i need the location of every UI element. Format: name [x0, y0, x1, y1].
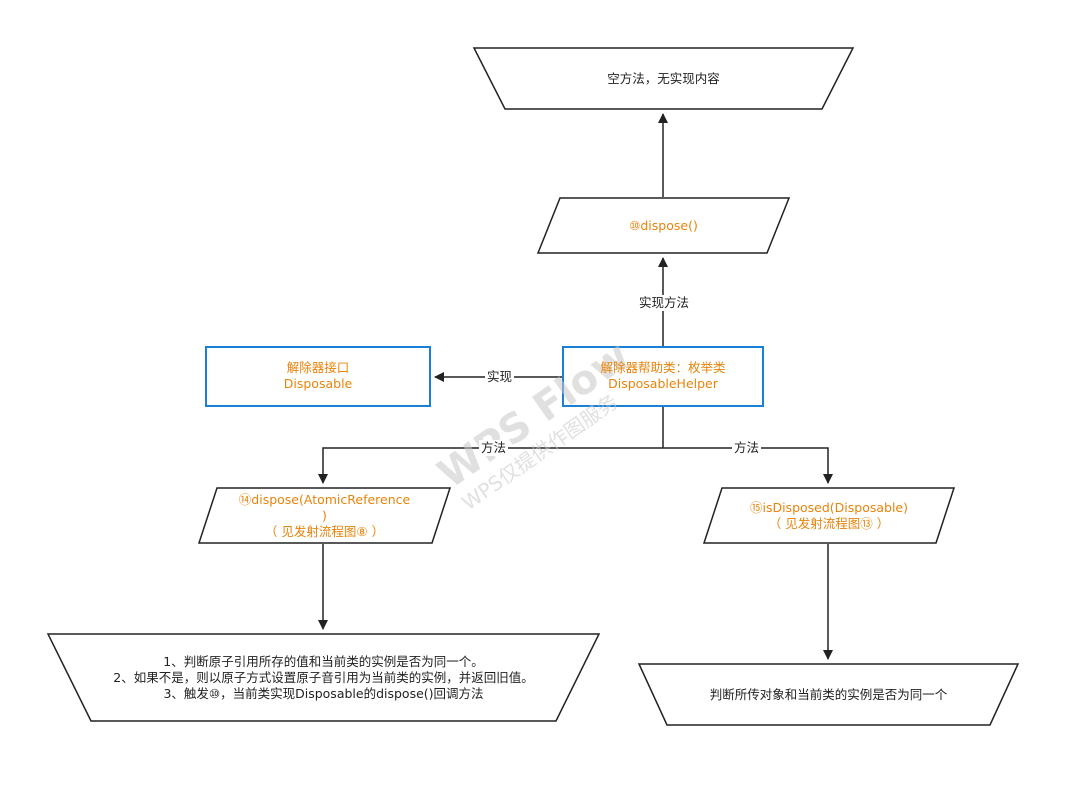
- judge-same-shape[interactable]: [637, 663, 1020, 726]
- arrow-helper-to-dispose14: [318, 447, 663, 484]
- edge-label-implements: 实现: [485, 369, 515, 385]
- disposable-interface-label: 解除器接口 Disposable: [206, 360, 430, 392]
- is-disposed15-label: ⑮isDisposed(Disposable) （ 见发射流程图⑬ ）: [704, 500, 954, 532]
- dispose-steps-line3: 3、触发⑩，当前类实现Disposable的dispose()回调方法: [163, 686, 484, 701]
- dispose10-label: ⑩dispose(): [629, 218, 698, 233]
- dispose-steps-shape[interactable]: [46, 633, 601, 722]
- is-disposed15-line2: （ 见发射流程图⑬ ）: [768, 516, 890, 531]
- edge-label-implements-method: 实现方法: [637, 295, 692, 311]
- dispose-steps-line2: 2、如果不是，则以原子方式设置原子音引用为当前类的实例，并返回旧值。: [113, 670, 534, 685]
- dispose14-line3: （ 见发射流程图⑧ ）: [264, 524, 385, 539]
- dispose14-label: ⑭dispose(AtomicReference ) （ 见发射流程图⑧ ）: [199, 492, 450, 540]
- disposable-helper-line1: 解除器帮助类：枚举类: [600, 360, 726, 375]
- dispose10-shape[interactable]: [536, 197, 791, 254]
- empty-method-label: 空方法，无实现内容: [607, 71, 720, 86]
- disposable-helper-line2: DisposableHelper: [608, 376, 718, 391]
- disposable-interface-line2: Disposable: [283, 376, 353, 391]
- is-disposed15-shape[interactable]: [702, 487, 956, 544]
- dispose14-shape[interactable]: [197, 487, 452, 544]
- dispose14-line1: ⑭dispose(AtomicReference: [238, 492, 411, 507]
- disposable-interface-shape[interactable]: [205, 346, 431, 407]
- edge-label-method-right: 方法: [732, 440, 762, 456]
- dispose14-line2: ): [322, 508, 327, 523]
- disposable-helper-shape[interactable]: [562, 346, 764, 407]
- judge-same-label: 判断所传对象和当前类的实例是否为同一个: [709, 687, 948, 702]
- disposable-helper-label: 解除器帮助类：枚举类 DisposableHelper: [563, 360, 763, 392]
- dispose-steps-line1: 1、判断原子引用所存的值和当前类的实例是否为同一个。: [163, 654, 484, 669]
- is-disposed15-line1: ⑮isDisposed(Disposable): [749, 500, 909, 515]
- empty-method-shape[interactable]: [472, 47, 855, 110]
- disposable-interface-line1: 解除器接口: [286, 360, 350, 375]
- dispose-steps-label: 1、判断原子引用所存的值和当前类的实例是否为同一个。 2、如果不是，则以原子方式…: [48, 654, 599, 702]
- arrow-helper-to-is-disposed15: [663, 447, 833, 484]
- edge-label-method-left: 方法: [479, 440, 509, 456]
